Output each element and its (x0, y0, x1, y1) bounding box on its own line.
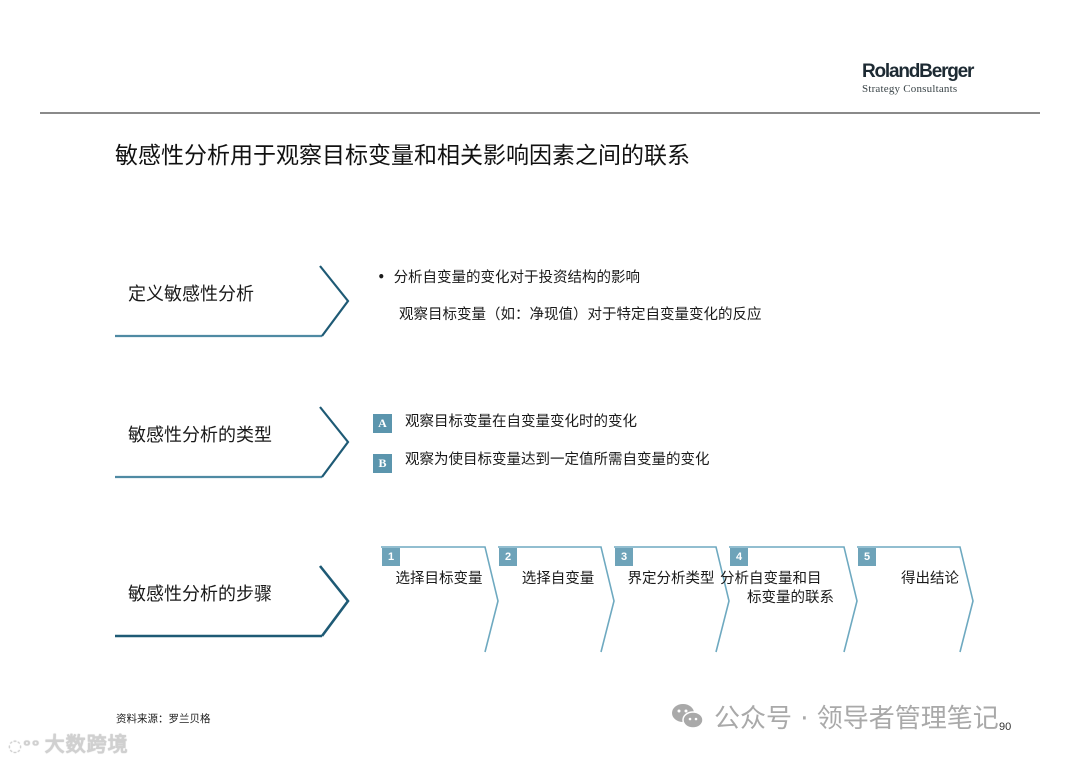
step-number-3: 3 (615, 548, 633, 566)
wechat-icon (672, 704, 704, 729)
watermark-right: 公众号 · 领导者管理笔记 (670, 698, 999, 735)
type-badge-a: A (373, 414, 392, 433)
source-note: 资料来源：罗兰贝格 (116, 713, 211, 725)
step-label-2: 选择自变量 (521, 571, 595, 587)
step-number-5: 5 (858, 548, 876, 566)
roland-berger-logo: RolandBerger Strategy Consultants (862, 61, 974, 96)
watermark-right-text: 公众号 · 领导者管理笔记 (714, 704, 999, 734)
definition-bullet-1: • 分析自变量的变化对于投资结构的影响 (377, 266, 640, 287)
type-badge-b: B (373, 454, 392, 473)
step-label-4-line1: 分析自变量和目 (720, 571, 822, 587)
page-number: 90 (999, 721, 1012, 733)
watermark-logo-icon: ◌ᵒᵒ (8, 736, 41, 755)
step-label-4-line2: 标变量的联系 (747, 590, 834, 606)
step-label-5: 得出结论 (901, 571, 959, 587)
section-label-types: 敏感性分析的类型 (128, 425, 272, 446)
section-label-steps: 敏感性分析的步骤 (128, 584, 272, 605)
step-label-3: 界定分析类型 (627, 571, 715, 587)
header-divider (40, 112, 1040, 114)
step-number-4: 4 (730, 548, 748, 566)
logo-tagline: Strategy Consultants (862, 83, 958, 95)
definition-bullet-2: 观察目标变量（如：净现值）对于特定自变量变化的反应 (399, 303, 762, 324)
bullet-marker: • (377, 270, 386, 286)
watermark-left-text: 大数跨境 (44, 732, 129, 756)
section-chevron-1 (115, 265, 350, 338)
step-number-2: 2 (499, 548, 517, 566)
type-a-text: 观察目标变量在自变量变化时的变化 (405, 414, 637, 430)
bullet-text: 观察目标变量（如：净现值）对于特定自变量变化的反应 (399, 307, 762, 323)
step-chevrons (381, 546, 974, 653)
step-number-1: 1 (382, 548, 400, 566)
step-label-1: 选择目标变量 (395, 571, 483, 587)
bullet-text: 分析自变量的变化对于投资结构的影响 (393, 270, 641, 286)
type-b-text: 观察为使目标变量达到一定值所需自变量的变化 (405, 452, 710, 468)
section-chevron-3 (115, 565, 350, 638)
slide-title: 敏感性分析用于观察目标变量和相关影响因素之间的联系 (115, 143, 690, 169)
section-label-definition: 定义敏感性分析 (128, 284, 254, 305)
logo-brand: RolandBerger (862, 61, 974, 82)
section-chevron-2 (115, 406, 350, 479)
